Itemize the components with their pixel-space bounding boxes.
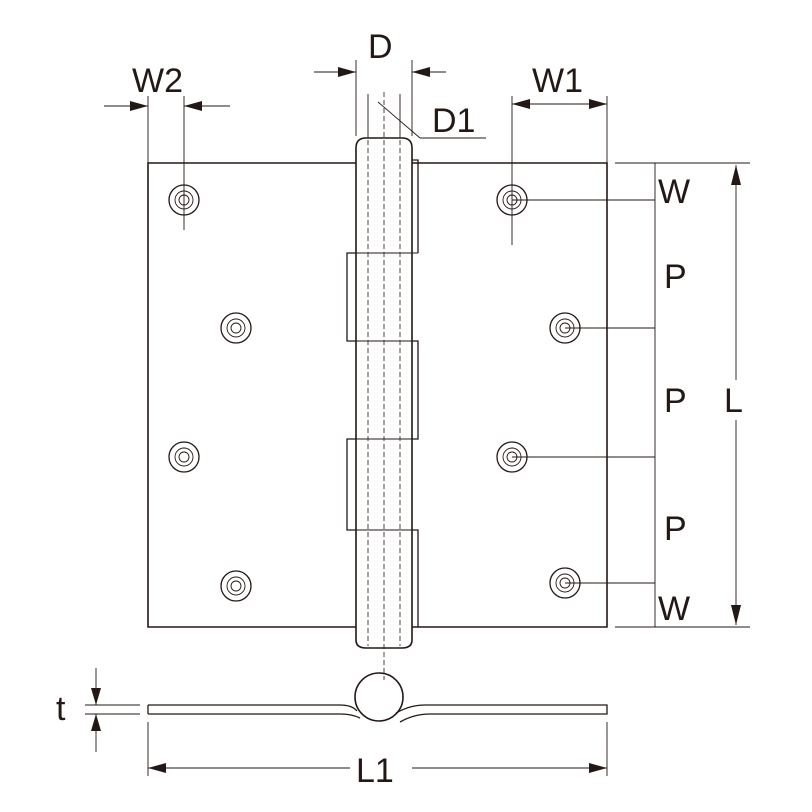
label-w1: W1: [532, 62, 583, 100]
label-t: t: [56, 690, 66, 728]
knuckle-segment-right-1: [412, 159, 419, 253]
knuckle-segment-right-2: [412, 340, 419, 440]
left-leaf: [147, 162, 356, 628]
knuckle-segment-left-1: [346, 252, 356, 342]
dim-d-arrow-right: [412, 67, 430, 77]
label-l1: L1: [356, 752, 394, 790]
dim-t-arrow-bottom: [91, 714, 101, 731]
screw-hole-left-3: [168, 441, 200, 473]
label-p-2: P: [664, 382, 687, 420]
hinge-front-view: [147, 92, 608, 680]
dim-w2-arrow-right: [184, 101, 202, 111]
dim-l-arrow-top: [731, 165, 741, 185]
label-d1: D1: [432, 102, 475, 140]
label-p-3: P: [664, 510, 687, 548]
side-view-right-leaf: [395, 704, 608, 723]
label-l: L: [724, 382, 743, 420]
dimension-lines: [104, 60, 750, 628]
label-w2: W2: [132, 62, 183, 100]
knuckle-segment-left-2: [346, 438, 356, 531]
knuckle-segment-right-3: [412, 529, 419, 627]
label-p-1: P: [664, 258, 687, 296]
right-leaf: [412, 162, 608, 628]
dim-l1-arrow-right: [589, 763, 607, 773]
dim-l1-arrow-left: [148, 763, 166, 773]
dim-w1-arrow-right: [589, 99, 607, 109]
hinge-side-view: [85, 668, 608, 776]
side-view-knuckle: [354, 672, 404, 722]
dim-t-arrow-top: [91, 688, 101, 705]
dim-d-arrow-left: [338, 67, 356, 77]
side-view-left-leaf: [148, 704, 361, 719]
knuckle-barrel: [355, 137, 413, 649]
dim-l-arrow-bottom: [731, 605, 741, 625]
screw-hole-left-4: [220, 570, 252, 602]
label-d: D: [368, 28, 393, 66]
dim-d1-leader: [377, 101, 421, 139]
dimension-labels: D D1 W2 W1 W P P P W L t L1: [56, 28, 743, 790]
label-w-bottom: W: [658, 590, 690, 628]
label-w-top: W: [658, 173, 690, 211]
dim-w2-arrow-left: [130, 101, 148, 111]
screw-hole-left-2: [220, 312, 252, 344]
dim-w1-arrow-left: [512, 99, 530, 109]
screw-holes: [168, 184, 581, 602]
